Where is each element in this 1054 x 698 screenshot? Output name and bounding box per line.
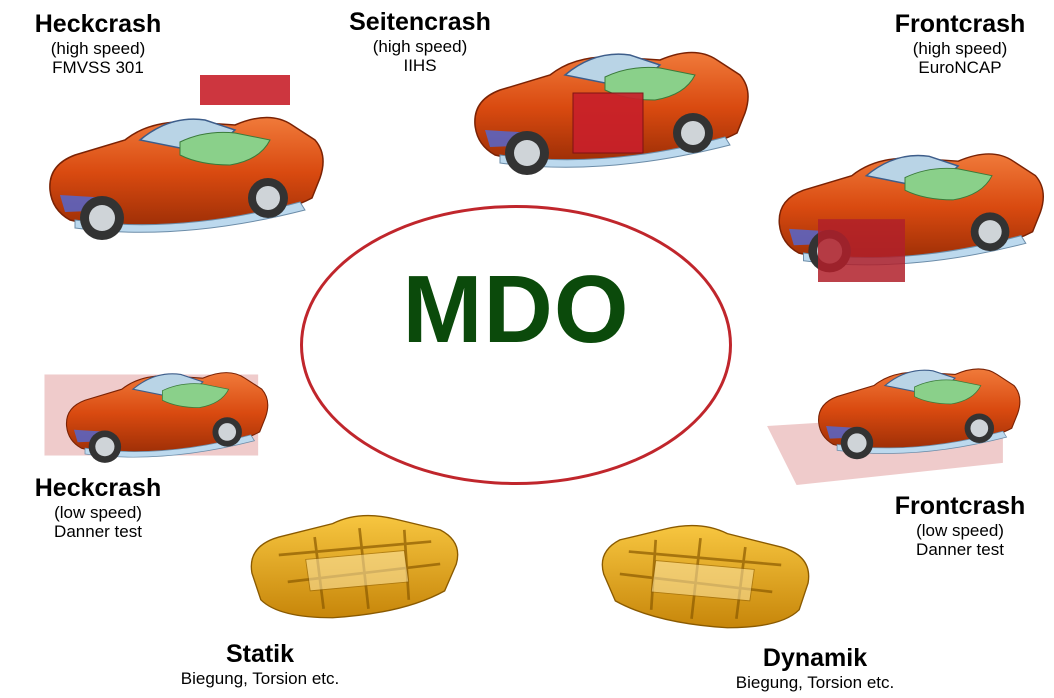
body-frame-dynamic-image (600, 524, 811, 630)
label-line: IIHS (403, 56, 437, 76)
label-heckcrash-low: Heckcrash (low speed) Danner test (8, 474, 188, 542)
label-line: Biegung, Torsion etc. (735, 672, 895, 692)
label-title: Frontcrash (894, 492, 1026, 520)
car-front-crash-low-image (767, 368, 1021, 485)
label-line: Danner test (54, 522, 142, 542)
label-dynamik: Dynamik Biegung, Torsion etc. (690, 644, 940, 692)
label-line: EuroNCAP (918, 58, 1002, 78)
label-title: Statik (225, 640, 295, 668)
label-line: (low speed) (916, 520, 1004, 540)
mdo-title: MDO (402, 256, 630, 363)
body-frame-static-image (249, 514, 460, 620)
label-seitencrash-high: Seitencrash (high speed) IIHS (320, 8, 520, 76)
mdo-ellipse: MDO (300, 205, 732, 485)
label-line: (high speed) (50, 38, 146, 58)
label-line: (high speed) (912, 38, 1008, 58)
label-statik: Statik Biegung, Torsion etc. (140, 640, 380, 688)
label-frontcrash-low: Frontcrash (low speed) Danner test (872, 492, 1048, 560)
label-title: Heckcrash (34, 474, 162, 502)
car-side-crash-high-image (474, 51, 749, 176)
car-rear-crash-low-image (44, 372, 269, 464)
car-rear-crash-high-image (49, 75, 324, 241)
label-frontcrash-high: Frontcrash (high speed) EuroNCAP (872, 10, 1048, 78)
label-title: Dynamik (762, 644, 868, 672)
label-line: Biegung, Torsion etc. (180, 668, 340, 688)
label-line: (low speed) (54, 502, 142, 522)
label-line: FMVSS 301 (52, 58, 144, 78)
label-heckcrash-high: Heckcrash (high speed) FMVSS 301 (8, 10, 188, 78)
ellipse-outline (300, 205, 732, 485)
label-title: Frontcrash (894, 10, 1026, 38)
label-line: (high speed) (372, 36, 468, 56)
car-front-crash-high-image (778, 153, 1045, 282)
label-line: Danner test (916, 540, 1004, 560)
label-title: Seitencrash (349, 8, 491, 36)
label-title: Heckcrash (34, 10, 162, 38)
